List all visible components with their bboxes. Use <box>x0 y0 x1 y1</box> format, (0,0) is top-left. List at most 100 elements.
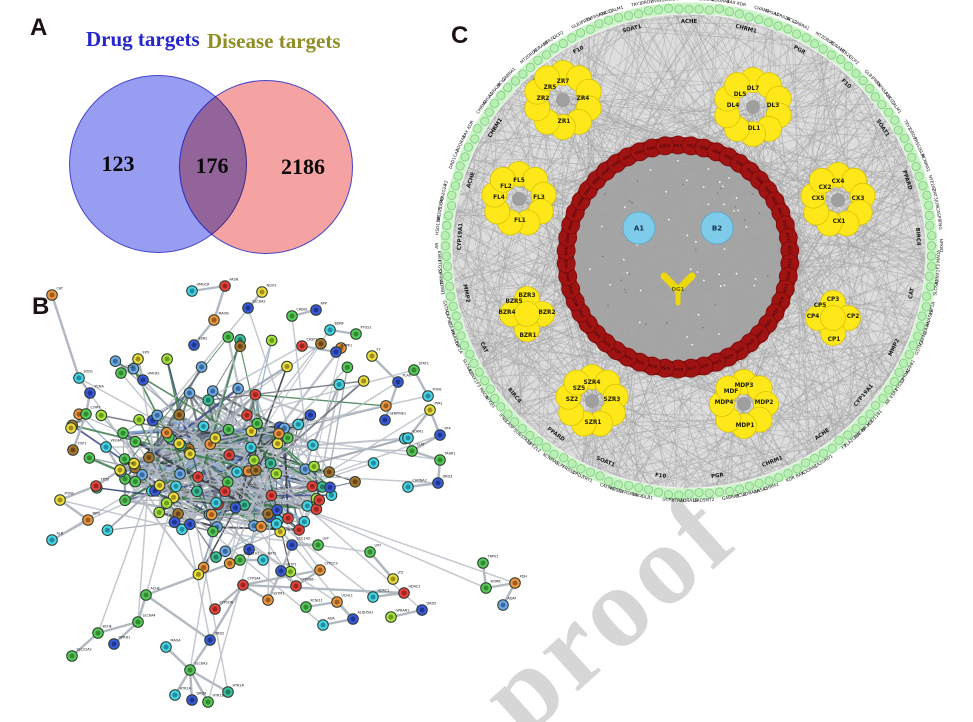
svg-text:DS9: DS9 <box>764 185 773 195</box>
svg-text:GSTM2: GSTM2 <box>914 340 925 357</box>
svg-text:DS49: DS49 <box>600 165 611 176</box>
svg-text:GABRA1: GABRA1 <box>792 19 811 32</box>
center-node-A1: A1 <box>622 211 656 245</box>
svg-text:PRKX: PRKX <box>870 76 882 88</box>
svg-text:DS16: DS16 <box>785 270 792 281</box>
svg-text:CP3: CP3 <box>827 297 840 303</box>
svg-text:TAAR1: TAAR1 <box>444 452 456 456</box>
svg-text:ADRA2A: ADRA2A <box>772 11 791 23</box>
svg-text:DL1: DL1 <box>748 126 761 132</box>
svg-text:UCP2: UCP2 <box>662 497 674 504</box>
svg-text:OPRD1: OPRD1 <box>119 636 131 640</box>
ppi-nodes: CATSOD1PCNACOMTGSRTOP1EPOCTSDHMOX1HMGCRF… <box>46 278 527 708</box>
svg-text:EPO: EPO <box>143 351 150 355</box>
svg-text:AHSA1: AHSA1 <box>764 8 780 19</box>
svg-text:CHRM2: CHRM2 <box>475 99 489 116</box>
svg-text:DS51: DS51 <box>622 152 634 161</box>
svg-text:DS37: DS37 <box>576 307 586 319</box>
svg-text:ALDH5A1: ALDH5A1 <box>358 611 374 615</box>
svg-text:DS44: DS44 <box>567 219 575 231</box>
svg-text:CHRM2: CHRM2 <box>753 5 770 15</box>
svg-text:DRD3: DRD3 <box>443 475 453 479</box>
svg-text:UCP2: UCP2 <box>552 30 565 41</box>
svg-text:HTR2C: HTR2C <box>838 47 853 61</box>
svg-text:MT2: MT2 <box>814 31 825 41</box>
svg-text:CX1: CX1 <box>833 219 846 225</box>
svg-text:RUNX1: RUNX1 <box>466 368 479 384</box>
svg-text:DL7: DL7 <box>747 86 760 92</box>
svg-text:DS4: DS4 <box>712 148 722 156</box>
svg-text:ADAT: ADAT <box>508 597 518 601</box>
svg-text:DS47: DS47 <box>583 184 593 196</box>
svg-text:DS1: DS1 <box>674 142 682 147</box>
svg-text:CP1: CP1 <box>828 337 841 343</box>
svg-text:PF4: PF4 <box>445 427 451 431</box>
svg-text:F10: F10 <box>840 78 852 90</box>
svg-text:DS29: DS29 <box>660 365 671 371</box>
svg-text:HTR1A: HTR1A <box>180 687 192 691</box>
svg-text:BZR4: BZR4 <box>498 310 515 316</box>
svg-text:CX2: CX2 <box>819 185 832 191</box>
svg-text:ZR4: ZR4 <box>577 96 590 102</box>
svg-text:FL3: FL3 <box>533 195 545 201</box>
svg-text:DS54: DS54 <box>660 142 671 148</box>
svg-text:ZR5: ZR5 <box>544 85 557 91</box>
svg-text:PRKX: PRKX <box>631 491 643 499</box>
svg-text:PRSS1: PRSS1 <box>561 464 576 476</box>
svg-text:BZR3: BZR3 <box>518 293 535 299</box>
svg-text:KDR: KDR <box>736 1 746 9</box>
svg-text:MAOB: MAOB <box>219 312 230 316</box>
svg-text:CHRM1: CHRM1 <box>735 24 758 35</box>
svg-text:PTGS1: PTGS1 <box>361 326 372 330</box>
svg-text:DS34: DS34 <box>601 337 612 348</box>
venn-right-count: 2186 <box>281 154 325 179</box>
svg-text:KCNMA1: KCNMA1 <box>541 452 560 467</box>
svg-text:CYP19A1: CYP19A1 <box>457 223 465 251</box>
svg-text:DS41: DS41 <box>564 258 570 269</box>
svg-text:MPO: MPO <box>93 512 101 516</box>
svg-text:DRD5: DRD5 <box>427 602 437 606</box>
svg-text:DS13: DS13 <box>785 232 792 243</box>
svg-text:HMGCR: HMGCR <box>197 283 210 287</box>
svg-text:DS30: DS30 <box>647 362 659 369</box>
svg-text:GLB1: GLB1 <box>863 69 875 82</box>
svg-text:SOAT1: SOAT1 <box>595 456 616 469</box>
svg-text:LTA4H: LTA4H <box>446 321 456 335</box>
svg-text:ABCC1: ABCC1 <box>598 8 614 19</box>
svg-text:PRKX: PRKX <box>580 16 593 26</box>
svg-text:DRD5: DRD5 <box>693 498 706 505</box>
svg-text:BIRC4: BIRC4 <box>914 227 921 246</box>
svg-text:CA2: CA2 <box>813 460 824 470</box>
svg-text:SLC22A2: SLC22A2 <box>77 648 92 652</box>
panel-b-label: B <box>32 293 50 320</box>
svg-text:NR3C1: NR3C1 <box>436 206 444 222</box>
svg-text:CP4: CP4 <box>807 314 820 320</box>
svg-text:F10: F10 <box>655 473 667 480</box>
svg-text:SLC6A3: SLC6A3 <box>195 662 208 666</box>
svg-text:MDF: MDF <box>724 389 739 395</box>
svg-text:CAT: CAT <box>908 287 916 300</box>
svg-text:FL4: FL4 <box>493 195 505 201</box>
svg-text:MDP4: MDP4 <box>715 400 734 406</box>
panel-a-label: A <box>30 14 48 41</box>
svg-text:DRD1: DRD1 <box>693 0 706 2</box>
svg-text:DS3: DS3 <box>699 144 708 151</box>
svg-text:DS43: DS43 <box>564 232 571 243</box>
svg-text:ZR2: ZR2 <box>537 96 550 102</box>
svg-text:BDNF: BDNF <box>335 322 344 326</box>
svg-text:PDE4B: PDE4B <box>437 196 446 211</box>
svg-text:DRD5: DRD5 <box>526 47 540 60</box>
svg-text:ADA: ADA <box>328 617 336 621</box>
svg-text:NR3C1: NR3C1 <box>860 418 875 433</box>
svg-text:FL1: FL1 <box>514 218 526 224</box>
svg-text:CALM1: CALM1 <box>599 482 615 493</box>
svg-text:DS27: DS27 <box>686 365 697 371</box>
svg-text:HSD11B1: HSD11B1 <box>434 214 442 235</box>
svg-text:SLPI: SLPI <box>663 0 672 3</box>
svg-text:SLPI: SLPI <box>917 148 926 159</box>
svg-text:CYP3A4: CYP3A4 <box>248 577 261 581</box>
